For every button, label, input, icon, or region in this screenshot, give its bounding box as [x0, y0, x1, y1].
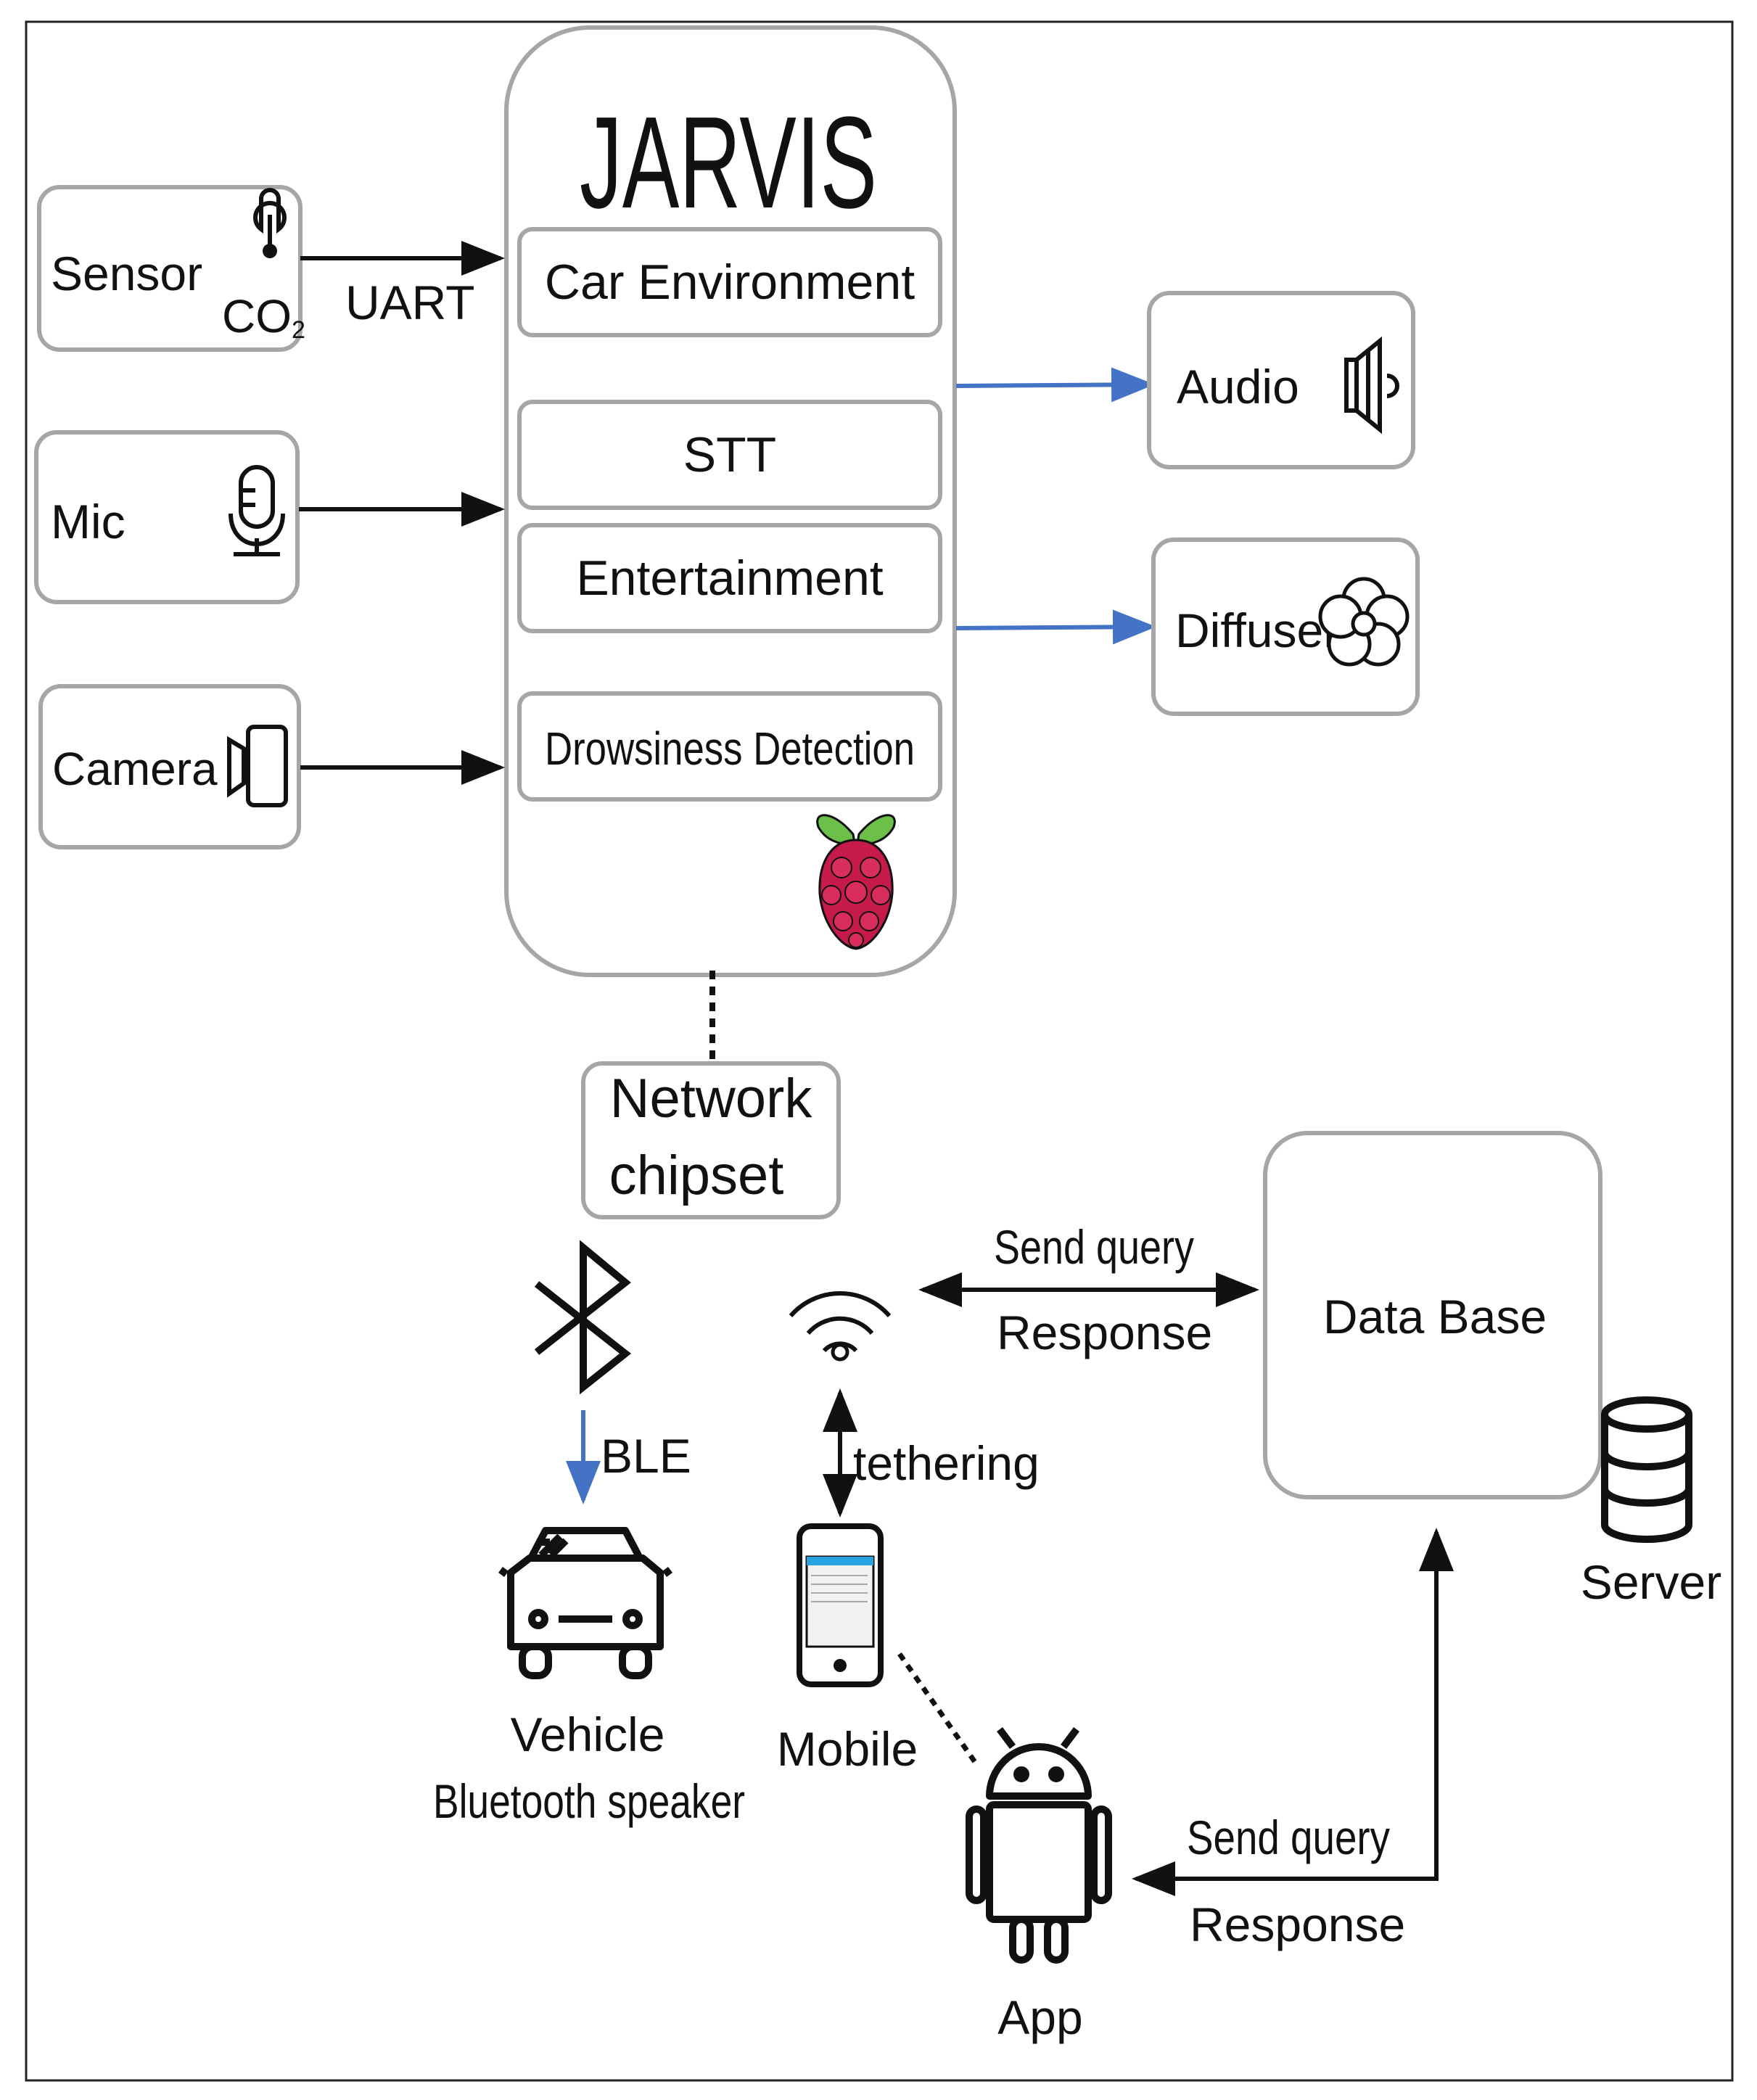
microphone-icon [229, 465, 285, 556]
jarvis-title: JARVIS [580, 90, 877, 236]
camera-label: Camera [52, 743, 218, 795]
send-query-bottom-label: Send query [1187, 1811, 1390, 1864]
network-chipset-box: Network chipset [581, 1061, 841, 1219]
mic-label: Mic [51, 495, 126, 548]
flower-icon [1318, 577, 1410, 667]
audio-label: Audio [1177, 360, 1299, 413]
module-stt: STT [517, 400, 942, 510]
database-box: Data Base [1263, 1131, 1602, 1499]
sensor-box: Sensor CO2 [37, 185, 305, 352]
ble-label: BLE [601, 1429, 691, 1483]
bt-speaker-label: Bluetooth speaker [433, 1774, 745, 1828]
module-label: Drowsiness Detection [545, 722, 915, 775]
mobile-label: Mobile [777, 1722, 918, 1776]
network-line1: Network [610, 1068, 813, 1129]
diffuser-arrow [955, 609, 1156, 645]
wifi-icon [789, 1290, 892, 1362]
co2-label: CO2 [222, 290, 305, 344]
raspberry-pi-logo-icon [816, 814, 896, 950]
camera-icon [227, 725, 288, 807]
thermometer-icon [253, 188, 287, 258]
car-icon [498, 1527, 672, 1679]
diffuser-box: Diffuser [1151, 538, 1420, 716]
app-label: App [997, 1990, 1082, 2044]
android-icon [966, 1727, 1112, 1964]
send-query-top-label: Send query [994, 1220, 1194, 1274]
module-car-environment: Car Environment [517, 227, 942, 337]
module-drowsiness-detection: Drowsiness Detection [517, 691, 942, 802]
outer-frame [25, 20, 1734, 2082]
module-label: Car Environment [545, 255, 915, 310]
vehicle-label: Vehicle [511, 1708, 665, 1761]
response-bottom-label: Response [1190, 1898, 1405, 1951]
module-label: Entertainment [576, 551, 883, 606]
audio-arrow [955, 367, 1155, 403]
response-top-label: Response [997, 1306, 1212, 1359]
sensor-label: Sensor [51, 247, 202, 300]
diffuser-label: Diffuser [1175, 604, 1339, 657]
database-label: Data Base [1323, 1290, 1547, 1343]
jarvis-box: JARVIS Car Environment STT Entertainment… [504, 25, 957, 977]
tethering-label: tethering [853, 1436, 1040, 1490]
mobile-phone-icon [797, 1523, 884, 1687]
server-label: Server [1581, 1555, 1721, 1609]
bluetooth-icon [534, 1240, 632, 1395]
camera-box: Camera [38, 684, 301, 849]
server-database-icon [1601, 1396, 1692, 1543]
network-line2: chipset [609, 1145, 784, 1206]
module-entertainment: Entertainment [517, 523, 942, 633]
module-label: STT [683, 427, 776, 482]
mic-box: Mic [34, 430, 300, 604]
speaker-icon [1344, 336, 1399, 435]
mobile-app-dotted-link [897, 1652, 979, 1766]
audio-box: Audio [1147, 291, 1415, 469]
uart-label: UART [345, 276, 474, 329]
app-database-arrow [1132, 1528, 1454, 1896]
